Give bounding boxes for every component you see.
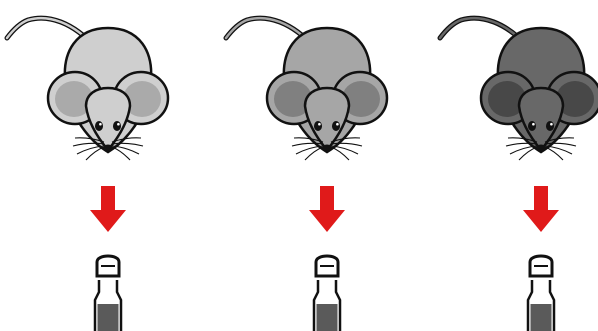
panel-2 — [226, 18, 387, 331]
red-down-arrow — [90, 186, 126, 232]
mouse-eye — [332, 121, 340, 131]
vial-liquid — [98, 304, 119, 331]
vial-liquid — [317, 304, 338, 331]
sample-vial — [528, 256, 554, 331]
mouse-eye — [546, 121, 554, 131]
mouse-light — [7, 18, 168, 160]
mouse-nose — [323, 145, 332, 152]
panel-3 — [440, 18, 598, 331]
mouse-eye — [95, 121, 103, 131]
mouse-nose — [537, 145, 546, 152]
mouse-eye — [113, 121, 121, 131]
vial-liquid — [531, 304, 552, 331]
red-down-arrow — [523, 186, 559, 232]
mouse-eye — [314, 121, 322, 131]
mouse-nose — [104, 145, 113, 152]
red-down-arrow — [309, 186, 345, 232]
panel-1 — [7, 18, 168, 331]
mouse-eye — [528, 121, 536, 131]
mouse-dark — [440, 18, 598, 160]
sample-vial — [95, 256, 121, 331]
mouse-medium — [226, 18, 387, 160]
sample-vial — [314, 256, 340, 331]
